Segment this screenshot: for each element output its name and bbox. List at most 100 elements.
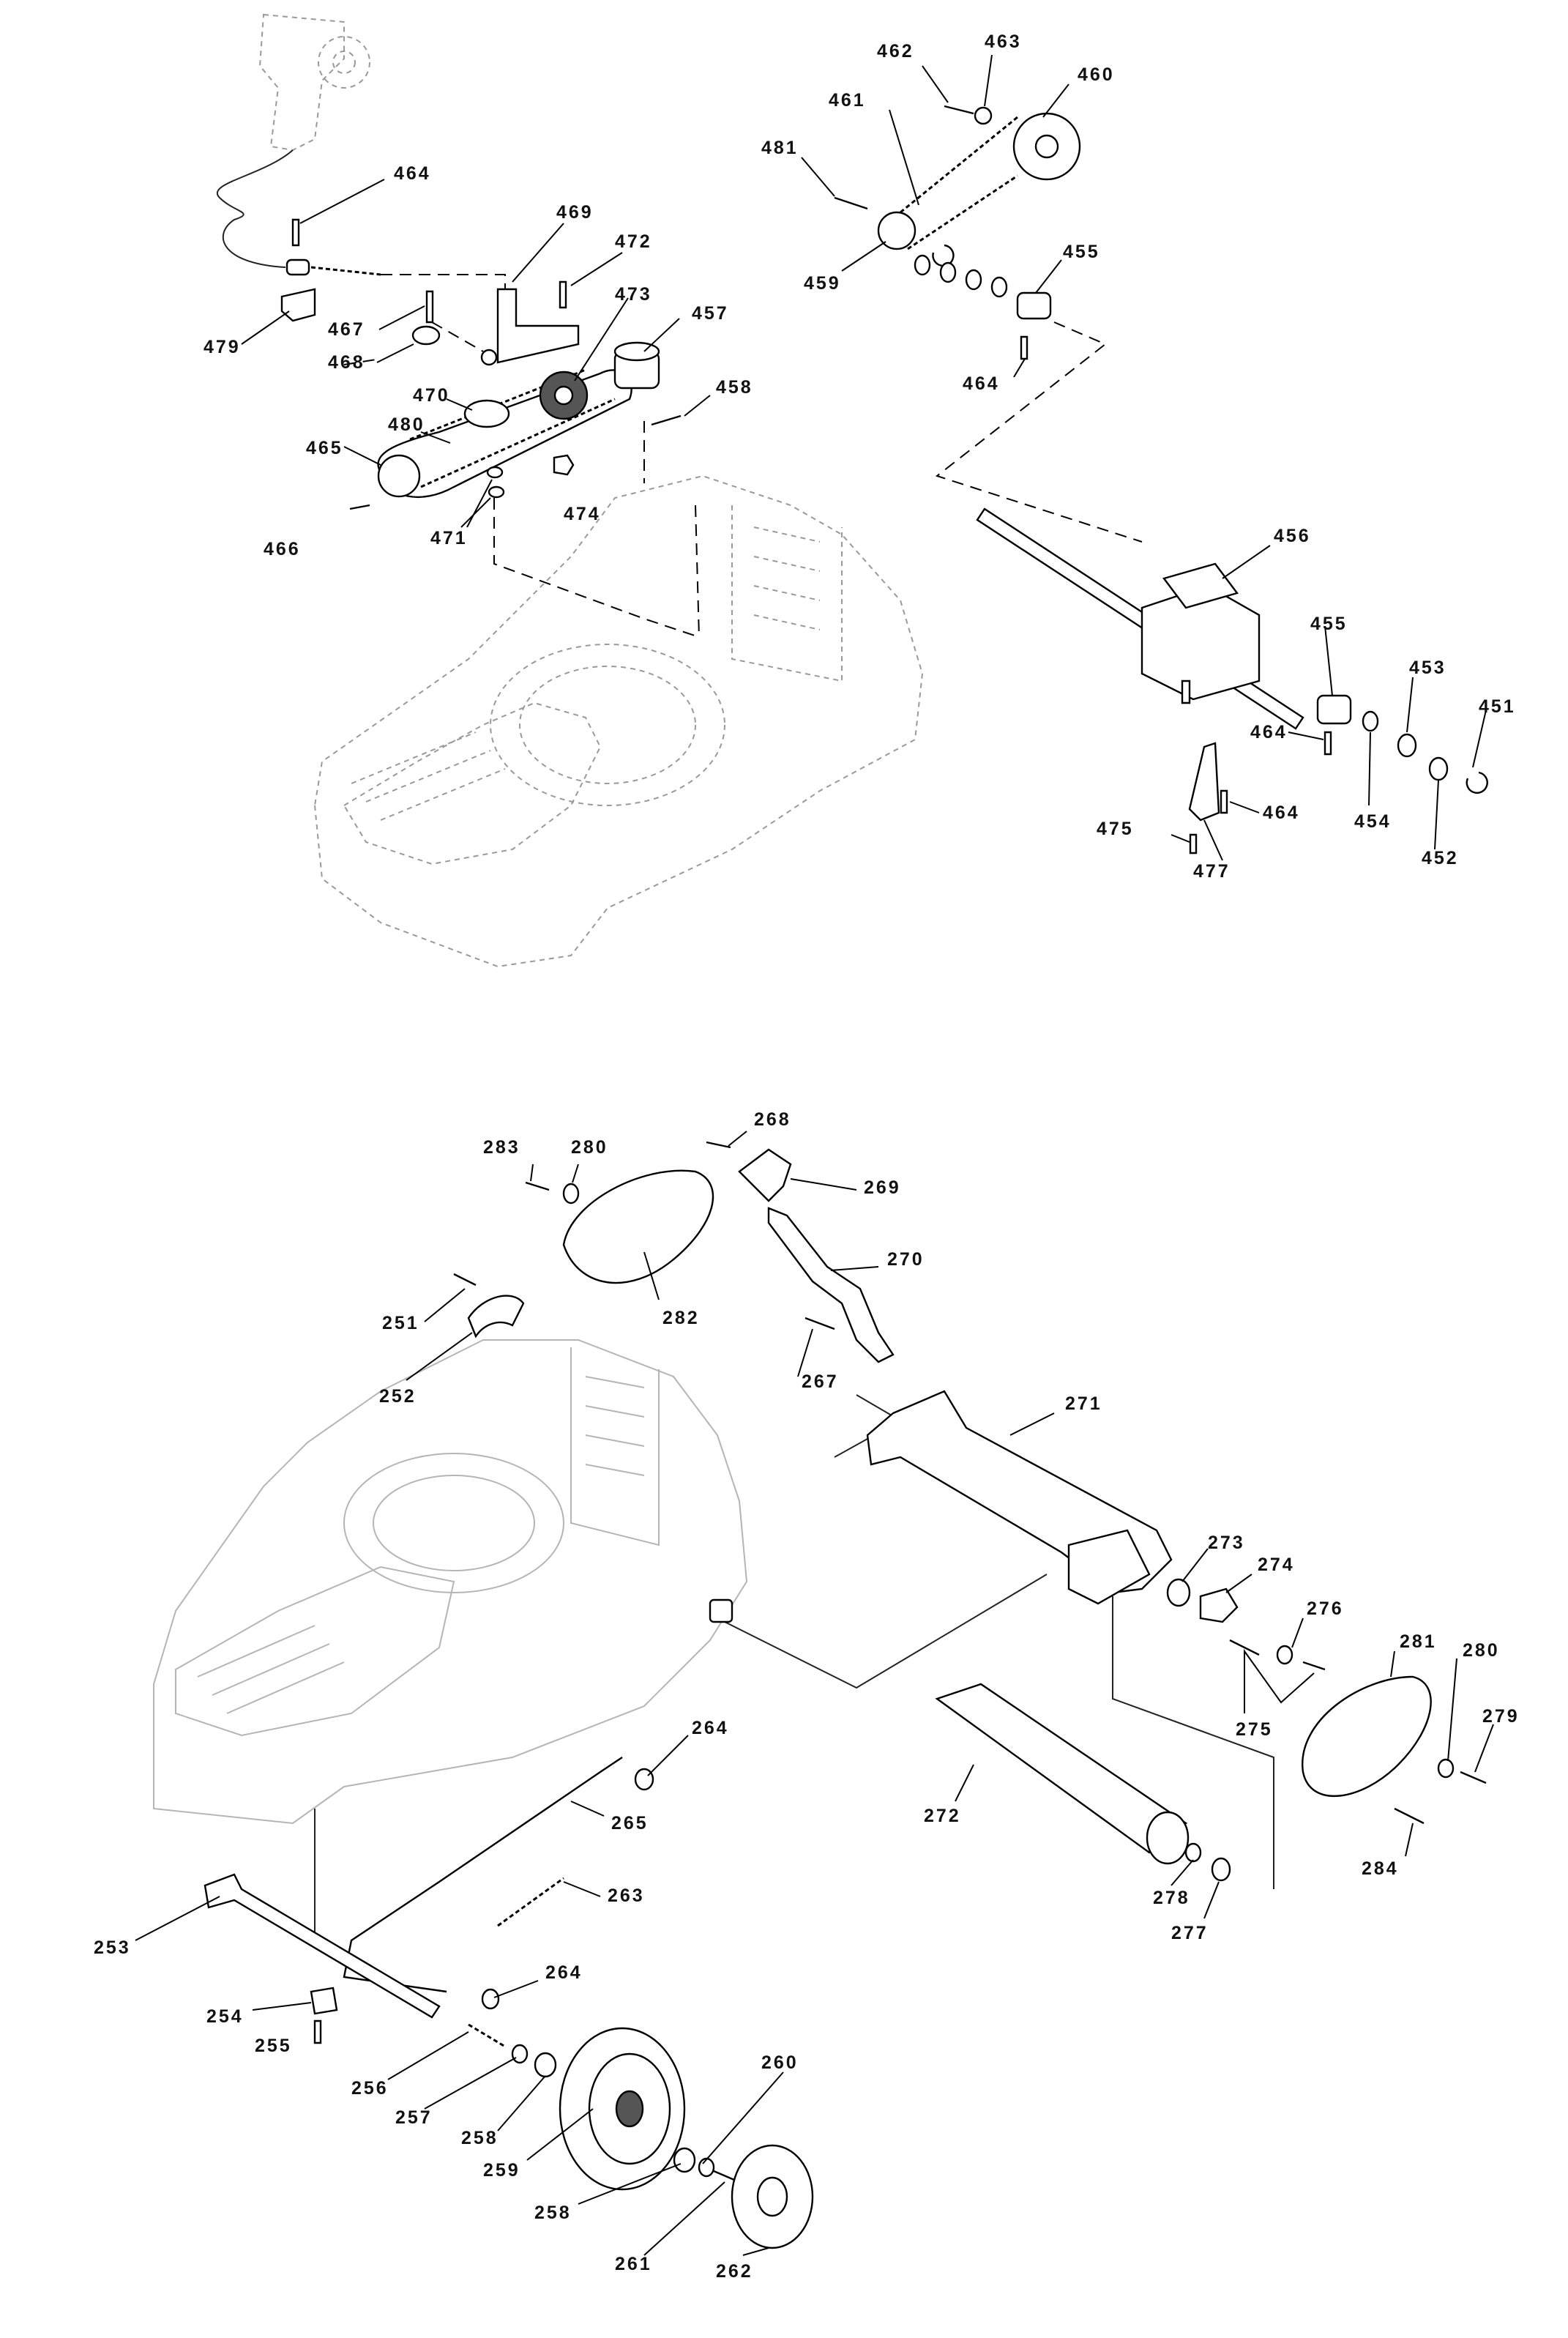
washer-463 (974, 106, 993, 125)
callout-269: 269 (864, 1177, 901, 1198)
spring-263 (497, 1877, 564, 1927)
plate-274 (1199, 1587, 1239, 1623)
washer-280-right (1437, 1758, 1455, 1779)
callout-454: 454 (1354, 811, 1392, 832)
callout-464: 464 (394, 163, 431, 184)
callout-253: 253 (94, 1937, 131, 1958)
callout-468: 468 (328, 352, 365, 373)
callout-459: 459 (804, 273, 841, 294)
callout-274: 274 (1258, 1555, 1295, 1575)
callout-481: 481 (761, 138, 799, 158)
sprocket-459 (877, 211, 916, 250)
roller-272 (935, 1683, 1188, 1854)
bracket-254 (310, 1987, 338, 2015)
idler-470 (463, 399, 510, 428)
callout-466: 466 (264, 539, 301, 559)
pulley-465 (377, 454, 421, 498)
drive-cable (217, 149, 294, 268)
wheel-259 (559, 2027, 686, 2191)
callout-259: 259 (483, 2160, 520, 2181)
cable-link (310, 266, 381, 276)
callout-267: 267 (802, 1371, 839, 1392)
washer-a (914, 254, 931, 276)
lever-hole (480, 349, 498, 366)
callout-479: 479 (204, 337, 241, 357)
screw-464-top (1020, 335, 1028, 360)
callout-258-left: 258 (461, 2128, 499, 2148)
callout-256: 256 (351, 2078, 389, 2099)
callout-471: 471 (430, 528, 468, 548)
callout-282: 282 (662, 1308, 700, 1328)
screw-251 (453, 1273, 477, 1287)
callout-252: 252 (379, 1386, 417, 1407)
pin-464 (291, 218, 300, 247)
ref-lines-right (935, 321, 1143, 543)
leader-lines (135, 54, 1494, 2256)
link-270 (767, 1207, 895, 1363)
callout-271: 271 (1065, 1393, 1102, 1414)
callout-462: 462 (877, 41, 914, 62)
bearing-455-right (1316, 694, 1352, 725)
washer-b (939, 261, 957, 283)
washer-d (990, 276, 1008, 298)
upper-drive-assembly (217, 13, 1488, 968)
callout-458: 458 (716, 377, 753, 398)
callout-279: 279 (1482, 1706, 1520, 1727)
callout-470: 470 (413, 385, 450, 406)
callout-276: 276 (1307, 1598, 1344, 1619)
screw-462 (944, 105, 974, 115)
ref-lines-lower (314, 1394, 1274, 1948)
washer-258-b (673, 2147, 696, 2173)
screw-284 (1394, 1807, 1425, 1825)
hubcap-262 (731, 2144, 814, 2249)
rod-265 (343, 1757, 623, 1993)
washer-264-mid (481, 1988, 500, 2010)
washer-278 (1184, 1842, 1202, 1863)
callout-273: 273 (1208, 1533, 1245, 1553)
bracket-479 (280, 288, 316, 322)
callout-451: 451 (1479, 696, 1516, 717)
bolt-275 (1229, 1639, 1260, 1656)
callout-263: 263 (608, 1885, 645, 1906)
callout-275: 275 (1236, 1719, 1273, 1740)
screw-283 (525, 1181, 550, 1191)
callout-251: 251 (382, 1313, 419, 1333)
bracket-269 (738, 1148, 792, 1202)
callout-277: 277 (1171, 1923, 1209, 1943)
cover-282 (562, 1169, 714, 1284)
mower-deck-ghost-upper (313, 474, 924, 968)
screw-267 (804, 1317, 835, 1330)
sprocket-460-hub (1034, 134, 1059, 159)
callout-464-right: 464 (1250, 722, 1288, 742)
nut-474 (553, 454, 575, 476)
callout-264-top: 264 (692, 1718, 729, 1738)
callout-272: 272 (924, 1806, 961, 1826)
bush-277 (1211, 1857, 1231, 1882)
lever-469 (496, 288, 580, 364)
washer-280-top (562, 1183, 580, 1205)
callout-460: 460 (1078, 64, 1115, 85)
gearbox-456 (1140, 562, 1261, 704)
washer-257 (511, 2044, 529, 2064)
chain-461 (900, 116, 1018, 250)
deck-bracket (709, 1598, 733, 1623)
washer-471b (488, 485, 505, 499)
callout-278: 278 (1153, 1888, 1190, 1908)
callout-464-bracket: 464 (1263, 803, 1300, 823)
washer-276 (1276, 1645, 1293, 1665)
callout-455-top: 455 (1063, 242, 1100, 262)
callout-255: 255 (255, 2036, 292, 2056)
ref-lines-upper (343, 274, 700, 638)
cover-281 (1302, 1675, 1432, 1797)
screw-268 (706, 1141, 731, 1149)
callout-281: 281 (1400, 1631, 1437, 1652)
callout-280-top: 280 (571, 1137, 608, 1158)
cable-end (285, 258, 310, 276)
callout-457: 457 (692, 303, 729, 324)
screw-255 (313, 2019, 322, 2044)
callout-480: 480 (388, 414, 425, 435)
clip-252 (467, 1295, 525, 1339)
bearing-455-top (1016, 291, 1052, 320)
screw-472 (559, 280, 567, 309)
roller-end (1146, 1811, 1190, 1865)
